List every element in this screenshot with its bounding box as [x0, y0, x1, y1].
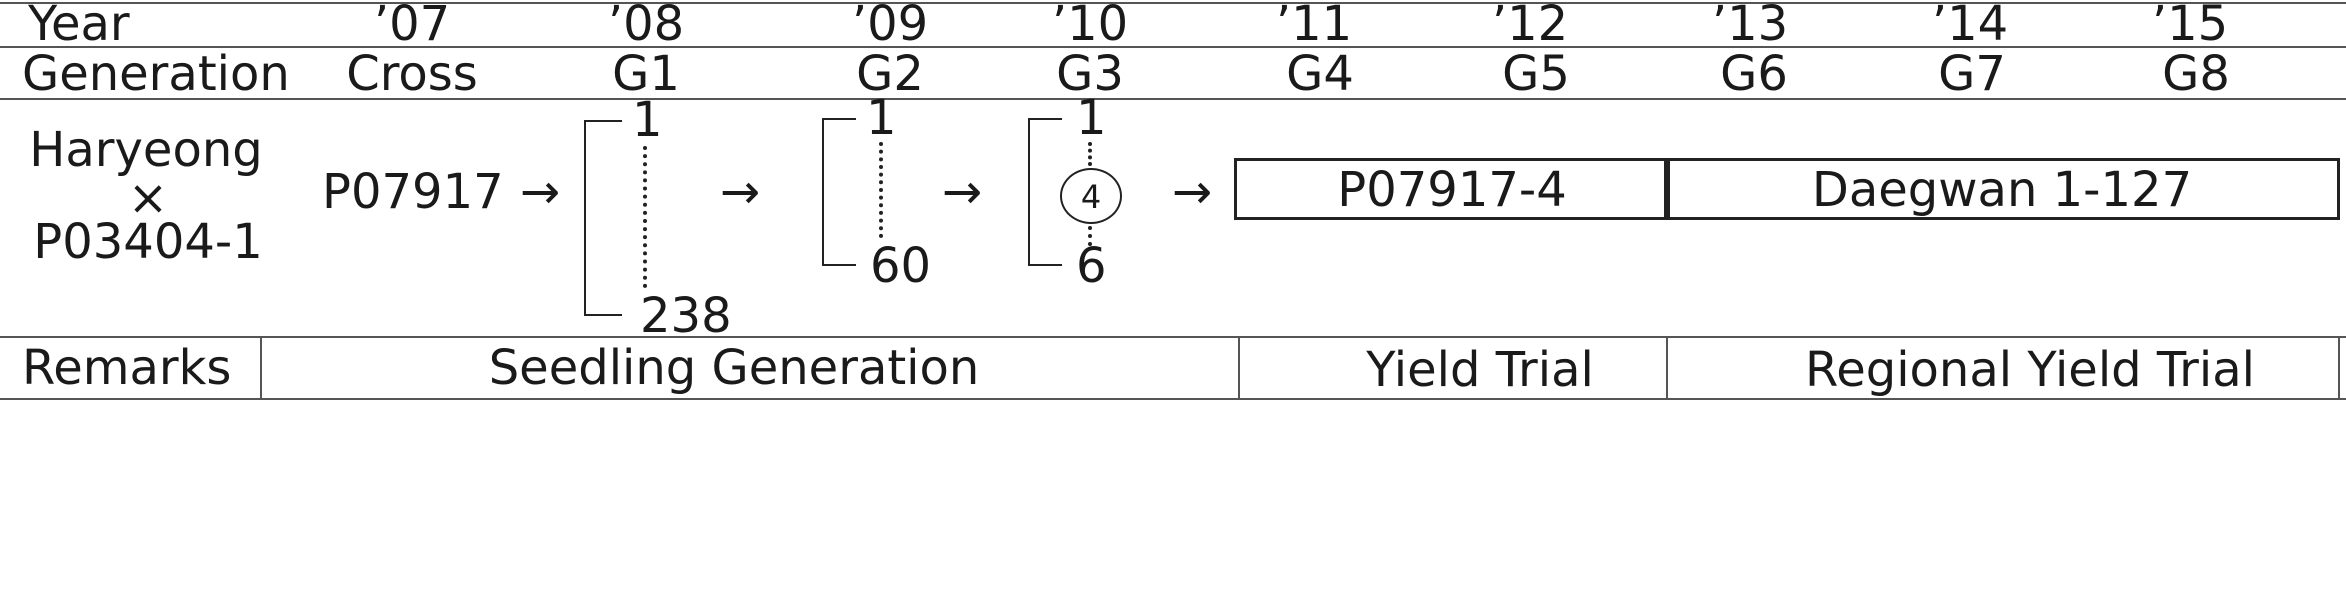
year-13: ’13 [1711, 0, 1789, 52]
generation-g3: G3 [1056, 46, 1124, 102]
arrow-1: → [519, 164, 561, 220]
remarks-divider-2 [1238, 336, 1240, 400]
arrow-3: → [941, 164, 983, 220]
arrow-4: → [1171, 164, 1213, 220]
arrow-2: → [719, 164, 761, 220]
year-12: ’12 [1491, 0, 1569, 52]
rule-top [0, 2, 2346, 4]
g3-dotted-line-upper [1088, 142, 1092, 166]
cross-symbol: × [127, 170, 169, 226]
g3-top-number: 1 [1076, 90, 1107, 146]
rule-after-year [0, 46, 2346, 48]
g3-dotted-line-lower [1088, 226, 1092, 246]
rule-bottom [0, 398, 2346, 400]
line-name-box [1234, 158, 1670, 220]
g2-top-number: 1 [866, 90, 897, 146]
generation-g2: G2 [856, 46, 924, 102]
g2-bracket [822, 118, 856, 266]
generation-label: Generation [22, 46, 290, 102]
year-11: ’11 [1275, 0, 1353, 52]
g3-bracket [1028, 118, 1062, 266]
year-label: Year [28, 0, 130, 52]
g2-dotted-line [879, 142, 883, 238]
remarks-label: Remarks [22, 340, 232, 396]
rule-after-generation [0, 98, 2346, 100]
year-10: ’10 [1051, 0, 1129, 52]
generation-g6: G6 [1720, 46, 1788, 102]
generation-g4: G4 [1286, 46, 1354, 102]
year-15: ’15 [2151, 0, 2229, 52]
line-name: P07917-4 [1337, 162, 1567, 218]
variety-name: Daegwan 1-127 [1811, 162, 2193, 218]
generation-g7: G7 [1938, 46, 2006, 102]
remarks-yield-trial: Yield Trial [1366, 342, 1594, 398]
g1-dotted-line [643, 146, 647, 288]
parent-2: P03404-1 [33, 214, 263, 270]
parent-1: Haryeong [29, 122, 263, 178]
generation-g1: G1 [612, 46, 680, 102]
g1-top-number: 1 [632, 92, 663, 148]
g3-selected-number: 4 [1080, 178, 1102, 216]
generation-g8: G8 [2162, 46, 2230, 102]
remarks-divider-4 [2338, 336, 2340, 400]
g1-bracket [584, 120, 622, 316]
year-09: ’09 [851, 0, 929, 52]
generation-cross: Cross [346, 46, 478, 102]
variety-name-box [1664, 158, 2340, 220]
g3-bottom-number: 6 [1076, 238, 1107, 294]
year-08: ’08 [607, 0, 685, 52]
remarks-divider-3 [1666, 336, 1668, 400]
year-14: ’14 [1931, 0, 2009, 52]
rule-before-remarks [0, 336, 2346, 338]
remarks-divider-1 [260, 336, 262, 400]
year-07: ’07 [373, 0, 451, 52]
g2-bottom-number: 60 [870, 238, 932, 294]
g1-bottom-number: 238 [640, 288, 732, 344]
remarks-seedling: Seedling Generation [488, 340, 980, 396]
cross-id: P07917 [322, 164, 504, 220]
g3-selected-circle [1060, 168, 1122, 224]
remarks-regional-yield-trial: Regional Yield Trial [1805, 342, 2255, 398]
generation-g5: G5 [1502, 46, 1570, 102]
